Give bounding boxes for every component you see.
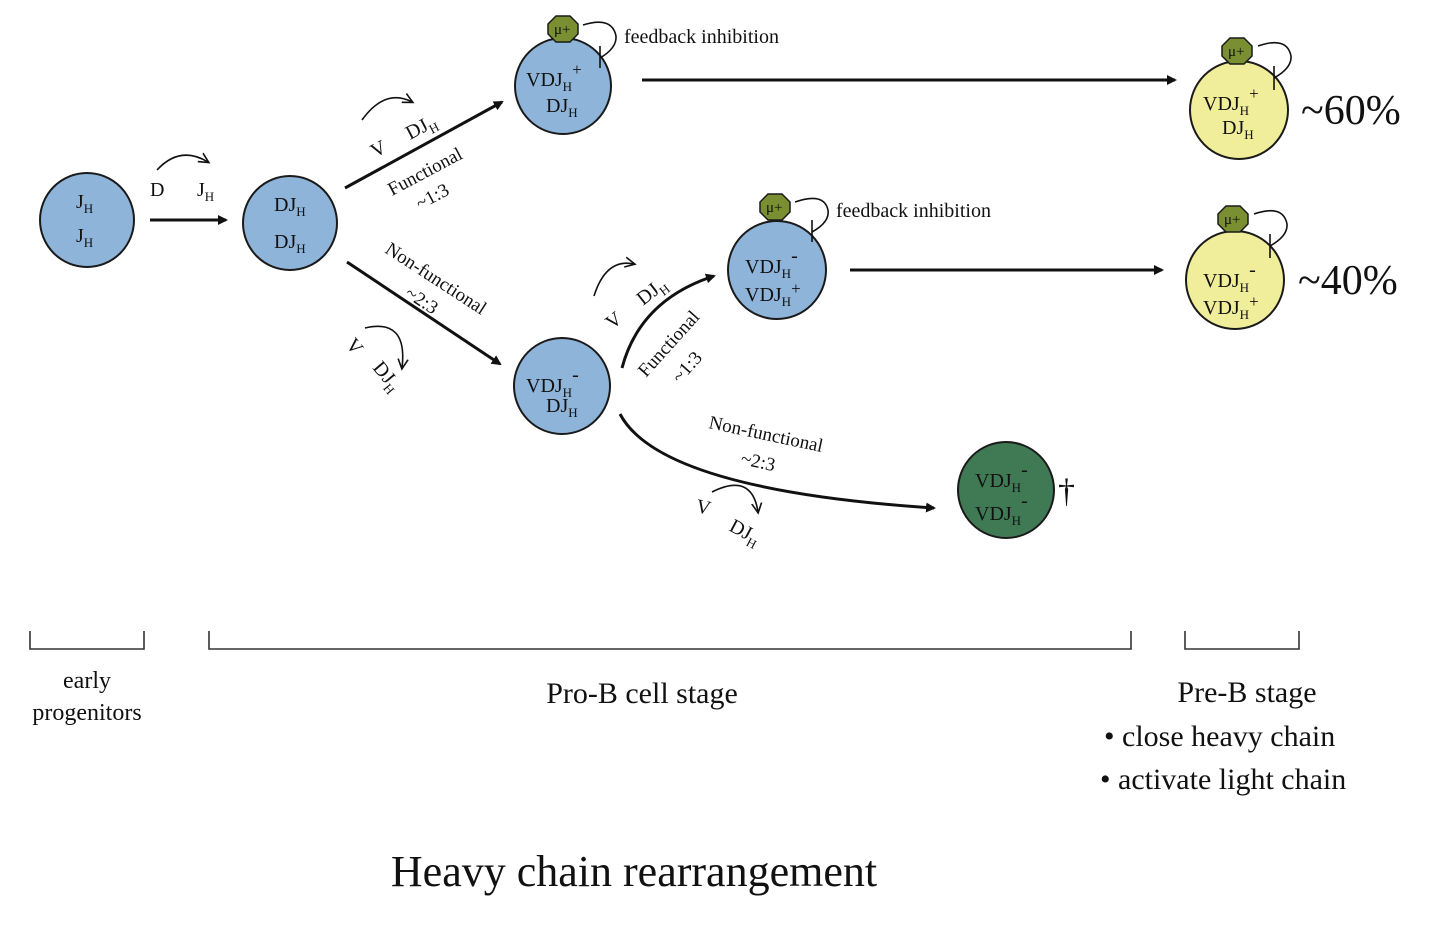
stage-early-line1: early — [63, 668, 111, 694]
mu-chain-icon: μ+ — [759, 193, 791, 221]
svg-text:DJH: DJH — [633, 273, 673, 312]
nonfunctional-label-2: Non-functional — [707, 412, 825, 457]
feedback-inhibition-icon — [794, 197, 829, 242]
stage-preb-label: Pre-B stage — [1177, 676, 1316, 709]
svg-text:DJH: DJH — [274, 231, 306, 256]
mu-chain-icon: μ+ — [1221, 37, 1253, 65]
svg-text:VDJH-: VDJH- — [1203, 259, 1256, 295]
svg-text:DJH: DJH — [274, 194, 306, 219]
svg-text:D: D — [150, 179, 164, 201]
functional-cell-2: VDJH- VDJH+ — [727, 220, 827, 320]
feedback-label-1: feedback inhibition — [624, 26, 779, 48]
svg-text:μ+: μ+ — [766, 200, 783, 216]
svg-text:μ+: μ+ — [1228, 44, 1245, 60]
preb-bullet-2: • activate light chain — [1100, 763, 1346, 796]
percent-40: ~40% — [1298, 258, 1398, 304]
dagger-icon: † — [1058, 473, 1075, 510]
svg-text:VDJH+: VDJH+ — [1203, 84, 1259, 118]
functional-cell-1: VDJH+ DJH — [514, 37, 612, 135]
mu-chain-icon: μ+ — [1217, 205, 1249, 233]
dead-cell: VDJH- VDJH- — [957, 441, 1055, 539]
svg-text:DJH: DJH — [402, 110, 442, 147]
svg-text:VDJH-: VDJH- — [745, 245, 798, 281]
svg-text:VDJH+: VDJH+ — [1203, 292, 1259, 322]
diagram-title: Heavy chain rearrangement — [391, 847, 877, 896]
svg-text:DJH: DJH — [1222, 117, 1254, 142]
svg-text:JH: JH — [197, 179, 214, 204]
svg-text:JH: JH — [76, 225, 93, 250]
v-to-dj-lower-1: V DJH — [341, 325, 405, 397]
svg-text:DJH: DJH — [724, 515, 764, 552]
svg-text:JH: JH — [76, 191, 93, 216]
bracket-preb-stage — [1184, 631, 1300, 650]
svg-text:VDJH+: VDJH+ — [526, 60, 582, 94]
v-to-dj-lower-2: V DJH — [694, 484, 764, 552]
bracket-prob-stage — [208, 631, 1132, 650]
stage-prob-label: Pro-B cell stage — [546, 677, 738, 710]
feedback-inhibition-icon — [1253, 209, 1288, 258]
preb-bullet-1: • close heavy chain — [1104, 720, 1335, 753]
arrow-nonfunctional-1 — [346, 260, 502, 366]
d-to-j-rearrangement: D JH — [150, 155, 214, 204]
percent-60: ~60% — [1301, 88, 1401, 134]
svg-text:DJH: DJH — [546, 95, 578, 120]
feedback-inhibition-icon — [1257, 41, 1292, 90]
arrow-functional-1 — [344, 100, 504, 190]
svg-text:DJH: DJH — [546, 395, 578, 420]
early-progenitor-cell: JH JH — [39, 172, 135, 268]
svg-text:V: V — [602, 307, 627, 334]
preb-cell-1: VDJH+ DJH — [1189, 60, 1289, 160]
mu-chain-icon: μ+ — [547, 15, 579, 43]
svg-text:VDJH-: VDJH- — [975, 490, 1028, 528]
stage-early-line2: progenitors — [32, 700, 141, 726]
feedback-inhibition-icon — [582, 21, 617, 68]
svg-text:VDJH-: VDJH- — [975, 459, 1028, 495]
svg-text:V: V — [694, 495, 713, 520]
arrow-functional-2 — [620, 273, 716, 369]
svg-text:DJH: DJH — [366, 357, 405, 397]
feedback-label-2: feedback inhibition — [836, 200, 991, 222]
v-to-dj-middle: V DJH — [593, 263, 673, 334]
svg-text:V: V — [341, 334, 367, 360]
dj-dj-cell: DJH DJH — [242, 175, 338, 271]
svg-text:V: V — [367, 136, 391, 162]
svg-text:VDJH+: VDJH+ — [745, 279, 801, 309]
nonfunctional-ratio-2: ~2:3 — [739, 448, 777, 476]
v-to-dj-upper: V DJH — [361, 98, 442, 162]
svg-text:μ+: μ+ — [1224, 212, 1241, 228]
arrow-nonfunctional-2 — [618, 413, 936, 513]
bracket-early-progenitors — [29, 631, 145, 650]
nonfunctional-cell-1: VDJH- DJH — [513, 337, 611, 435]
svg-text:VDJH-: VDJH- — [526, 364, 579, 400]
svg-text:μ+: μ+ — [554, 22, 571, 38]
